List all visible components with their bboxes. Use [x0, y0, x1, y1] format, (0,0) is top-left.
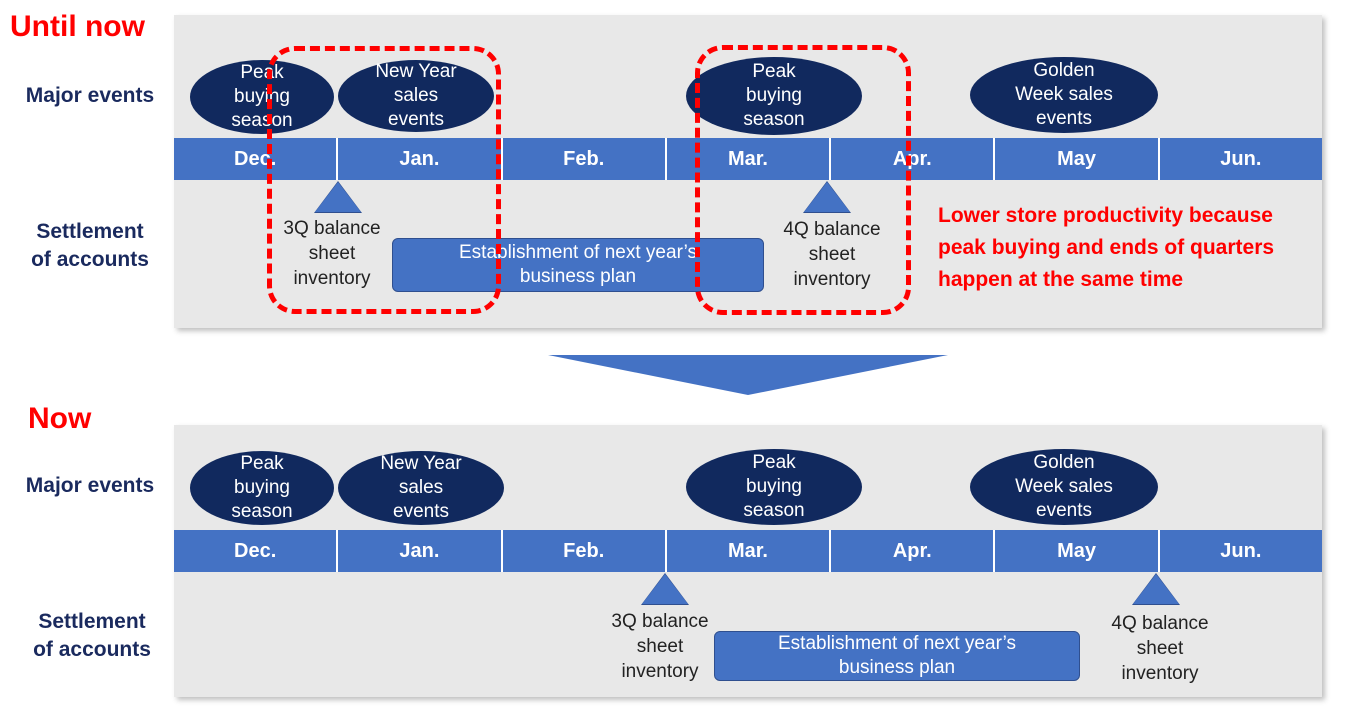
month-timeline-now: Dec. Jan. Feb. Mar. Apr. May Jun. [174, 530, 1322, 572]
settlement-label-now: Settlement of accounts [33, 610, 151, 661]
triangle-marker-3q-now [642, 574, 688, 604]
now-title: Now [28, 402, 92, 435]
event-peak-buying-mar-now: Peak buying season [686, 449, 862, 525]
event-new-year-sales-now: New Year sales events [338, 451, 504, 525]
month-jan-now: Jan. [338, 530, 503, 572]
settlement-4q: 4Q balance sheet inventory [783, 219, 881, 290]
overlap-highlight-dec-jan [267, 46, 501, 314]
month-jan: Jan. [338, 138, 503, 180]
month-dec-now: Dec. [174, 530, 339, 572]
major-events-label: Major events [25, 84, 155, 107]
month-may-now: May [995, 530, 1160, 572]
month-apr-now: Apr. [831, 530, 996, 572]
month-jun: Jun. [1220, 147, 1262, 170]
month-timeline-before: Dec. Jan. Feb. Mar. Apr. May Jun. [174, 138, 1322, 180]
major-events-label-now: Major events [25, 474, 155, 497]
event-golden-week: Golden Week sales events [970, 57, 1158, 133]
event-peak-buying-dec-now: Peak buying season [190, 451, 334, 525]
triangle-marker-4q-now [1133, 574, 1179, 604]
settlement-3q-now: 3Q balance sheet inventory [611, 611, 709, 682]
plan-box-before: Establishment of next year’s business pl… [392, 238, 764, 292]
down-arrow-icon [548, 355, 948, 395]
month-mar-now: Mar. [667, 530, 832, 572]
event-new-year-sales: New Year sales events [338, 60, 494, 132]
month-mar: Mar. [667, 138, 832, 180]
month-apr: Apr. [831, 138, 996, 180]
plan-box-now: Establishment of next year’s business pl… [714, 631, 1080, 681]
event-peak-buying-dec: Peak buying season [190, 60, 334, 134]
month-may: May [995, 138, 1160, 180]
settlement-4q-now: 4Q balance sheet inventory [1111, 613, 1209, 684]
month-feb: Feb. [503, 138, 667, 180]
settlement-3q: 3Q balance sheet inventory [283, 218, 381, 289]
event-golden-week-now: Golden Week sales events [970, 449, 1158, 525]
month-jun-now: Jun. [1220, 539, 1262, 562]
triangle-marker-3q [315, 182, 361, 212]
month-feb-now: Feb. [503, 530, 667, 572]
event-peak-buying-mar: Peak buying season [686, 57, 862, 135]
overlap-highlight-mar-apr [695, 45, 911, 315]
settlement-label: Settlement of accounts [31, 220, 149, 271]
productivity-note: Lower store productivity because peak bu… [938, 204, 1275, 291]
until-now-title: Until now [10, 10, 145, 43]
month-dec: Dec. [174, 138, 339, 180]
triangle-marker-4q [804, 182, 850, 212]
